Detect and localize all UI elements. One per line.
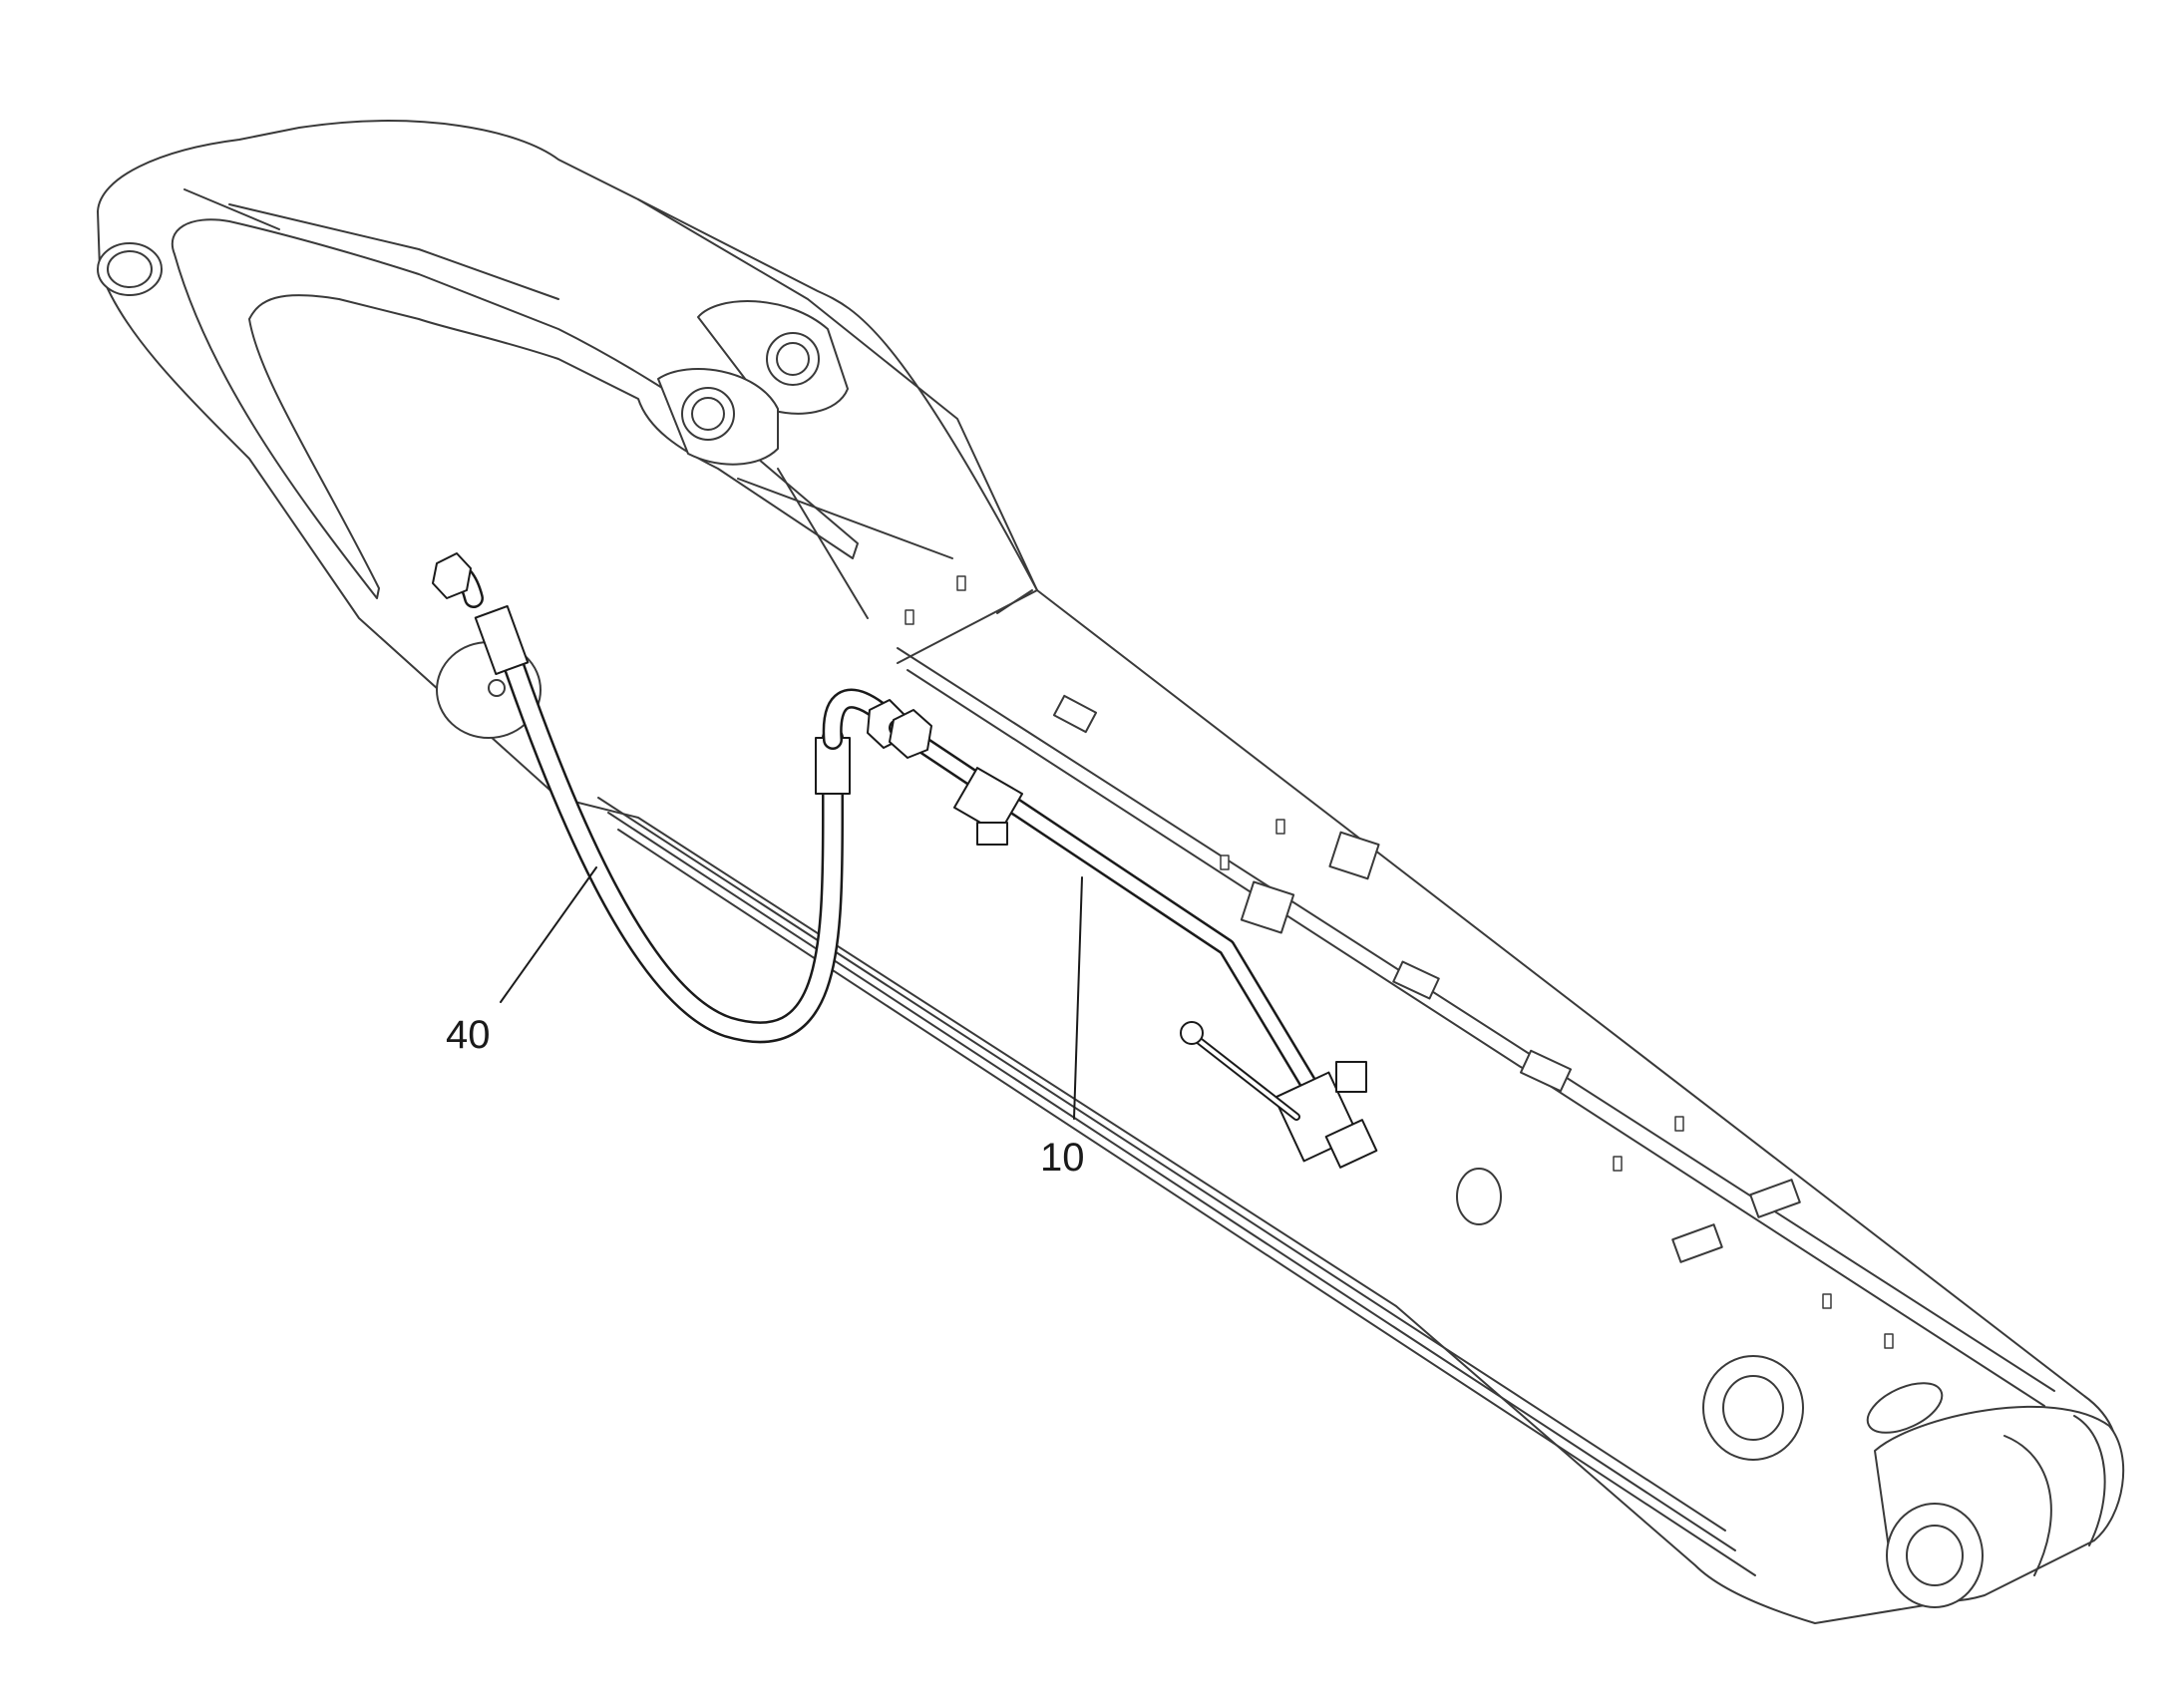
leader-line-40	[500, 866, 597, 1003]
pad	[1866, 1382, 1944, 1434]
hose-body-inner	[495, 627, 842, 1041]
tip-bushing-ring	[2003, 1435, 2052, 1576]
plate-seam-2	[996, 589, 1033, 614]
rear-pin-hole-inner	[107, 250, 153, 288]
leader-line-10	[1073, 876, 1083, 1120]
nipple	[1220, 854, 1230, 870]
arm-top-plate-line-2	[907, 669, 2045, 1407]
hose-assembly	[432, 552, 907, 1044]
ball-valve-port	[1324, 1119, 1378, 1169]
mid-boss-center	[488, 679, 506, 697]
pad	[1240, 880, 1295, 934]
tube-clamp-bolt	[976, 822, 1008, 846]
arm-bottom-edge-3	[617, 829, 1756, 1576]
pad	[1519, 1049, 1573, 1093]
ball-valve-knob	[1180, 1021, 1204, 1045]
nipple	[1674, 1116, 1684, 1132]
tube-with-ball-valve	[889, 709, 1378, 1169]
pad	[1392, 960, 1440, 1000]
pad	[1671, 1223, 1723, 1263]
front-pin-boss	[1702, 1355, 1804, 1461]
nipple	[1613, 1156, 1623, 1172]
rib-line-1	[228, 203, 559, 300]
nipple	[956, 575, 966, 591]
front-pin-boss-inner	[1722, 1375, 1784, 1441]
tip-pin-hole	[1886, 1503, 1984, 1608]
rib-line-4	[777, 468, 869, 619]
tip-bushing-ring-2	[2073, 1415, 2106, 1546]
arm-inner-cutout	[172, 218, 859, 599]
hose-ferrule-left	[474, 604, 530, 676]
tube-nut	[889, 709, 932, 759]
arm-top-plate-line	[897, 647, 2055, 1392]
nipple	[1822, 1293, 1832, 1309]
rib-line-2	[183, 188, 280, 230]
pad	[1052, 694, 1098, 734]
hose-nut-left	[432, 552, 472, 599]
grease-nipples	[905, 575, 1894, 1349]
callout-label-40: 40	[446, 1013, 491, 1057]
top-plate-pads	[1052, 694, 1944, 1434]
callout-label-10: 10	[1040, 1136, 1085, 1180]
ball-valve-cap	[1335, 1061, 1367, 1093]
arm-bottom-edge	[597, 797, 1726, 1532]
bracket-pin-hole-upper-inner	[776, 342, 810, 376]
tip-pin-hole-inner	[1906, 1525, 1964, 1586]
pad	[1456, 1168, 1502, 1225]
arm-top-edge	[637, 198, 1038, 591]
arm-bottom-edge-2	[607, 812, 1736, 1551]
leader-lines	[500, 866, 1083, 1120]
hose-elbow-right-inner	[825, 691, 886, 748]
bracket-pin-hole-lower-inner	[691, 397, 725, 431]
pad	[1328, 831, 1380, 880]
rib-line-3	[737, 478, 953, 559]
bracket-pin-hole-lower	[681, 387, 735, 441]
pad	[1749, 1179, 1801, 1218]
nipple	[1884, 1333, 1894, 1349]
tube-clamp	[952, 767, 1024, 835]
ball-valve-handle-inner	[1190, 1033, 1298, 1119]
nipple	[1275, 819, 1285, 835]
nipple	[905, 609, 914, 625]
bracket-pin-hole-upper	[766, 332, 820, 386]
